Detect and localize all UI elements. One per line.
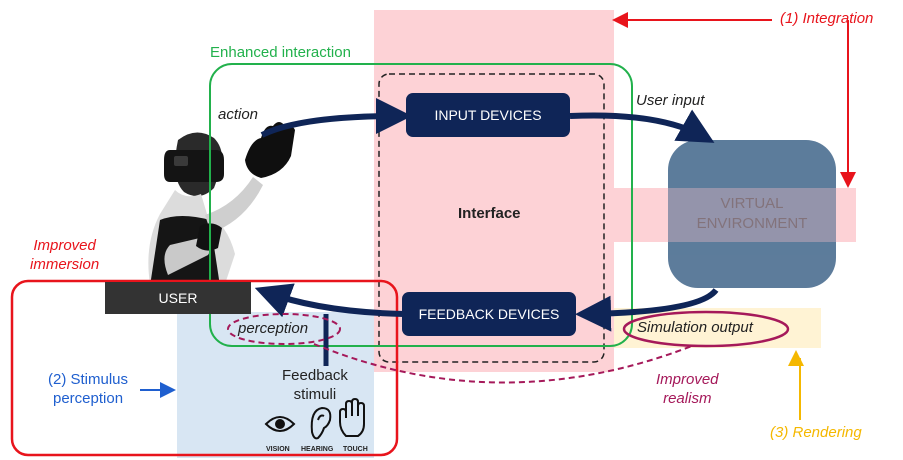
feedback-to-user-arrow [254, 283, 405, 318]
perception-ellipse [227, 313, 341, 345]
integration-band-overlay [668, 188, 836, 242]
feedback-devices-box: FEEDBACK DEVICES [402, 292, 576, 336]
stimulus-perception-label: (2) Stimulus perception [48, 370, 128, 408]
virtual-environment-label-2: ENVIRONMENT [696, 215, 808, 232]
action-label: action [218, 106, 259, 123]
touch-label: TOUCH [343, 446, 368, 453]
vision-label: VISION [266, 446, 290, 453]
simulation-output-arrow [575, 287, 719, 332]
virtual-environment-label-1: VIRTUAL [720, 195, 784, 212]
improved-immersion-line-1: Improved [33, 237, 96, 254]
improved-realism-curve [313, 343, 693, 384]
integration-label: (1) Integration [780, 10, 874, 27]
improved-realism-line-2: realism [663, 390, 712, 407]
interface-label: Interface [458, 205, 521, 222]
simulation-output-label: Simulation output [637, 319, 753, 336]
rendering-label: (3) Rendering [770, 424, 862, 441]
perception-label: perception [238, 320, 309, 337]
stimulus-perception-line-2: perception [52, 390, 124, 407]
input-devices-label: INPUT DEVICES [434, 107, 542, 123]
stimulus-perception-line-1: (2) Stimulus [48, 371, 129, 388]
improved-realism-line-1: Improved [656, 371, 719, 388]
virtual-environment-box: VIRTUAL ENVIRONMENT [668, 140, 836, 288]
enhanced-interaction-label: Enhanced interaction [210, 44, 351, 61]
improved-immersion-outline [10, 279, 399, 457]
hand-icon [339, 397, 365, 437]
improved-immersion-line-2: immersion [30, 256, 100, 273]
improved-immersion-label: Improved immersion [30, 236, 99, 274]
improved-realism-label: Improved realism [656, 370, 719, 408]
user-label: USER [158, 290, 198, 306]
interface-dashed-border [378, 73, 605, 363]
user-box: USER [105, 282, 251, 314]
action-arrow [260, 98, 412, 138]
feedback-stimuli-line-1: Feedback [282, 367, 348, 384]
input-devices-box: INPUT DEVICES [406, 93, 570, 137]
user-input-label: User input [636, 92, 705, 109]
simulation-output-ellipse [622, 310, 790, 348]
feedback-stimuli-line-2: stimuli [293, 386, 337, 403]
feedback-stimuli-label: Feedback stimuli [282, 366, 348, 404]
eye-icon [264, 416, 296, 432]
ear-icon [310, 406, 332, 440]
stimulus-region [177, 312, 374, 458]
feedback-devices-label: FEEDBACK DEVICES [418, 306, 560, 322]
hearing-label: HEARING [301, 446, 334, 453]
user-input-arrow [569, 109, 715, 143]
enhanced-interaction-outline [209, 63, 633, 347]
